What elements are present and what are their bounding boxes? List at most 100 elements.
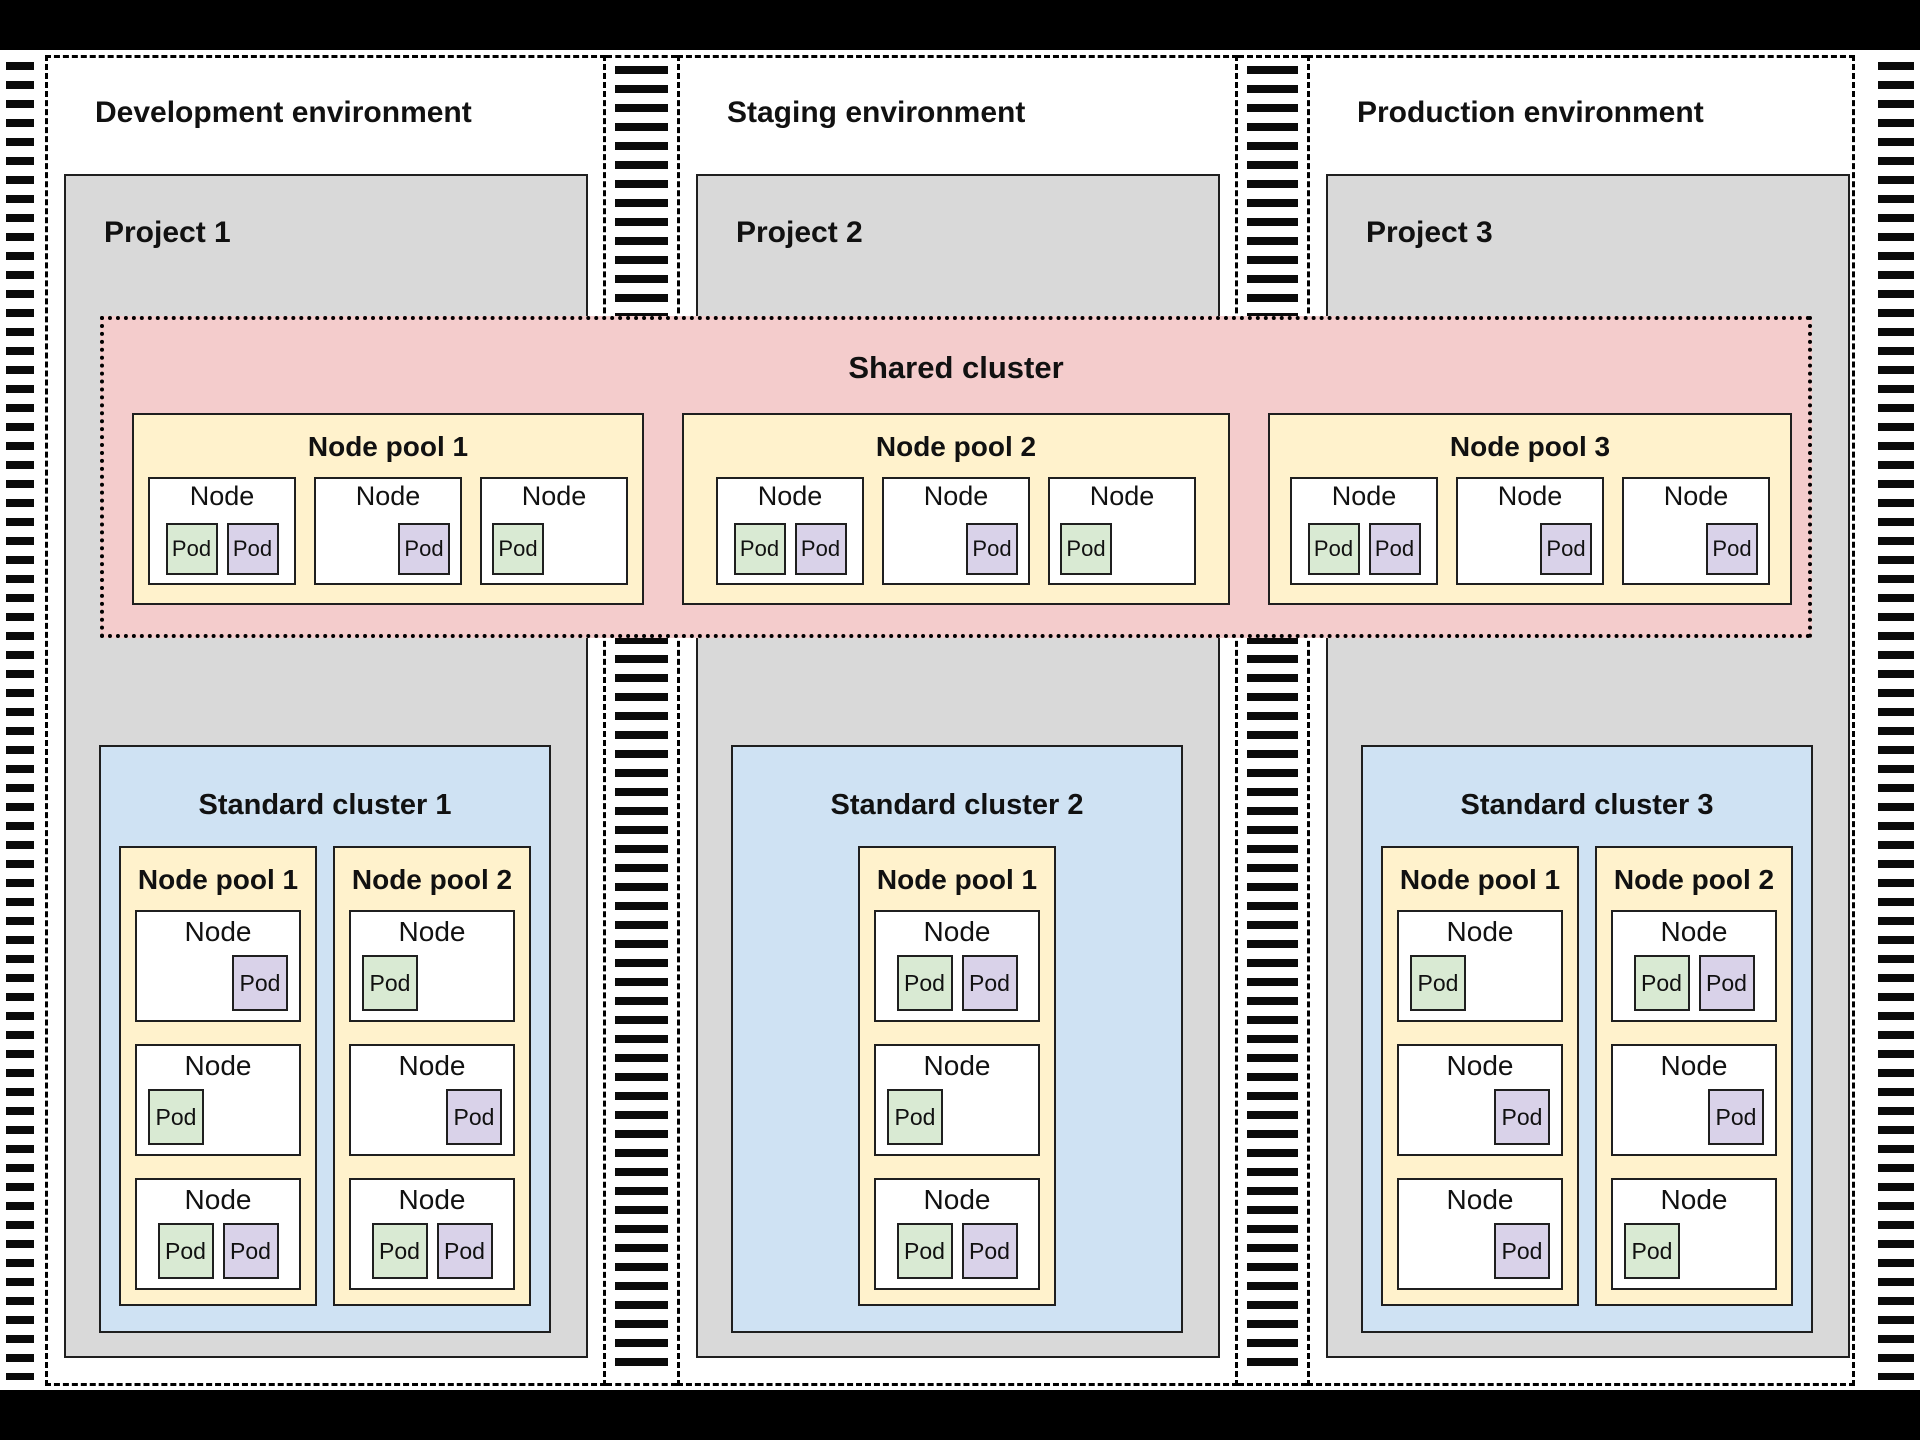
node-label: Node [1663, 481, 1729, 511]
pod-row: Pod [1060, 523, 1184, 575]
node-label: Node [184, 916, 252, 947]
pod-purple: Pod [222, 1223, 279, 1279]
node-label: Node [757, 481, 823, 511]
node-label: Node [923, 481, 989, 511]
pod-purple: Pod [1494, 1223, 1550, 1279]
node-pool-title: Node pool 1 [1399, 864, 1561, 895]
node-label: Node [1660, 1184, 1728, 1215]
environment-title: Staging environment [727, 96, 1026, 129]
node-label: Node [923, 1184, 991, 1215]
node-label: Node [184, 1050, 252, 1081]
pod-row: Pod [1624, 1223, 1764, 1279]
pod-green: Pod [492, 523, 544, 575]
pod-purple: Pod [398, 523, 450, 575]
node-label: Node [1660, 916, 1728, 947]
pod-purple: Pod [1540, 523, 1592, 575]
pod-green: Pod [1060, 523, 1112, 575]
pod-row: Pod [887, 1089, 1027, 1145]
pod-row: Pod [1468, 523, 1592, 575]
node-label: Node [1331, 481, 1397, 511]
node-label: Node [1497, 481, 1563, 511]
pod-green: Pod [371, 1223, 428, 1279]
node-label: Node [398, 1050, 466, 1081]
hatch-stripes [1247, 66, 1298, 1375]
project-title: Project 3 [1366, 216, 1493, 249]
node-pool-title: Node pool 2 [875, 431, 1037, 462]
node-label: Node [923, 1050, 991, 1081]
pod-green: Pod [896, 955, 953, 1011]
pod-row: Pod [894, 523, 1018, 575]
pod-purple: Pod [966, 523, 1018, 575]
pod-green: Pod [362, 955, 418, 1011]
pod-row: Pod [362, 955, 502, 1011]
pod-row: Pod [1410, 1223, 1550, 1279]
pod-purple: Pod [1494, 1089, 1550, 1145]
pod-green: Pod [896, 1223, 953, 1279]
pod-purple: Pod [961, 1223, 1018, 1279]
node-label: Node [1446, 1184, 1514, 1215]
node-pool-title: Node pool 2 [1613, 864, 1775, 895]
hatch-bar-gap-2 [1238, 55, 1307, 1386]
node-label: Node [398, 1184, 466, 1215]
node-label: Node [923, 916, 991, 947]
node-pool-title: Node pool 2 [351, 864, 513, 895]
hatch-stripes [615, 66, 668, 1375]
pod-row: Pod [1410, 1089, 1550, 1145]
pod-green: Pod [1307, 523, 1360, 575]
node-pool-title: Node pool 3 [1449, 431, 1611, 462]
pod-row: Pod [492, 523, 616, 575]
pod-purple: Pod [446, 1089, 502, 1145]
pod-purple: Pod [794, 523, 847, 575]
hatch-bar-gap-1 [606, 55, 677, 1386]
node-label: Node [398, 916, 466, 947]
pod-green: Pod [1624, 1223, 1680, 1279]
node-pool-title: Node pool 1 [137, 864, 299, 895]
hatch-bar-right [1874, 60, 1918, 1382]
node-label: Node [1446, 916, 1514, 947]
node-label: Node [184, 1184, 252, 1215]
node-label: Node [1446, 1050, 1514, 1081]
node-label: Node [1660, 1050, 1728, 1081]
node-label: Node [1089, 481, 1155, 511]
pod-purple: Pod [1706, 523, 1758, 575]
pod-purple: Pod [1698, 955, 1755, 1011]
hatch-bar-left [2, 60, 38, 1382]
pod-purple: Pod [226, 523, 279, 575]
pod-row: Pod [1634, 523, 1758, 575]
environment-title: Development environment [95, 96, 472, 129]
pod-green: Pod [1410, 955, 1466, 1011]
node-pool-title: Node pool 1 [307, 431, 469, 462]
